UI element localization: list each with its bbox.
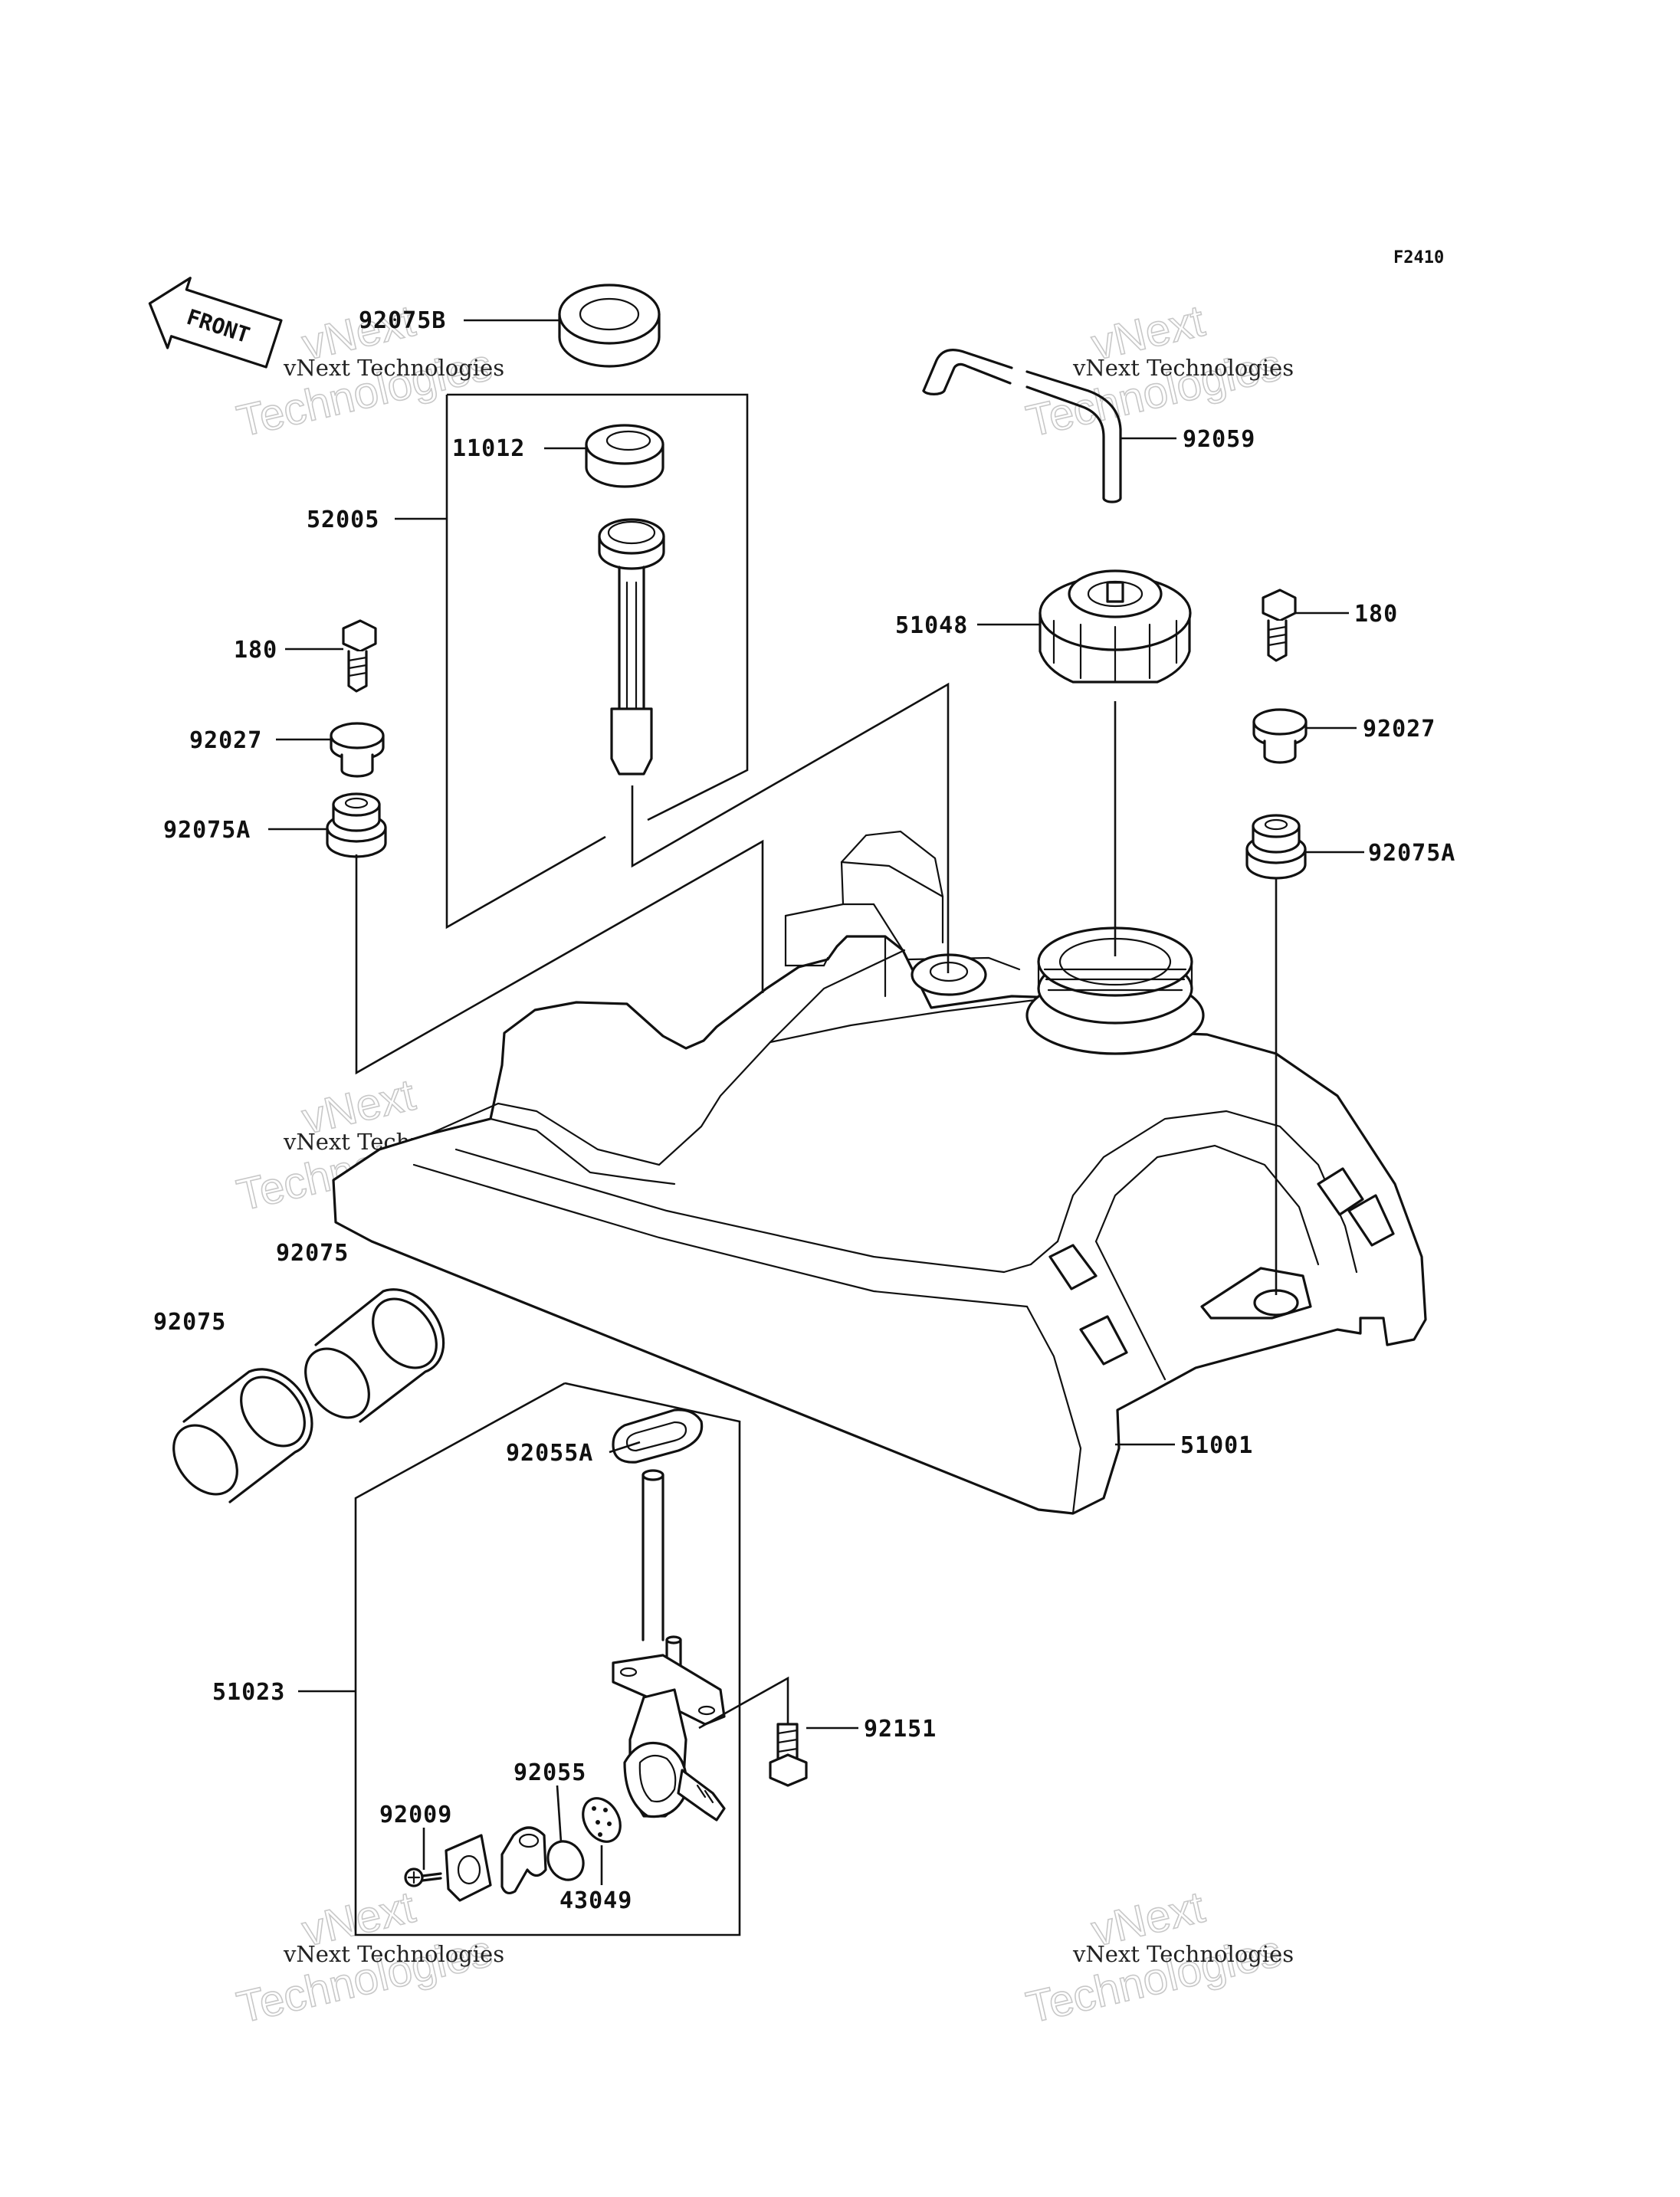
- label-11012: 11012: [452, 435, 525, 462]
- fuel-gauge-52005: [598, 518, 665, 776]
- cover-plate: [445, 1834, 492, 1902]
- svg-text:vNext Technologies: vNext Technologies: [283, 355, 504, 381]
- leader-tank-left-mount: [355, 839, 764, 1075]
- label-92075A-left: 92075A: [163, 817, 251, 844]
- watermark-bottom-left: vNext Technologies vNext Technologies: [232, 1881, 505, 2033]
- group-bracket-51023: [354, 1382, 741, 1936]
- watermark-bottom-right: vNext Technologies vNext Technologies: [1022, 1881, 1294, 2033]
- label-92075B: 92075B: [359, 307, 446, 334]
- label-92075-lower: 92075: [153, 1309, 226, 1336]
- bolt-180-left: [342, 619, 377, 693]
- svg-text:vNext Technologies: vNext Technologies: [283, 1941, 504, 1967]
- svg-text:vNext Technologies: vNext Technologies: [1072, 355, 1294, 381]
- label-92075-upper: 92075: [276, 1240, 349, 1267]
- label-51001: 51001: [1180, 1432, 1253, 1459]
- collar-92027-right: [1252, 708, 1308, 764]
- diaphragm-43049: [582, 1797, 622, 1843]
- label-92055A: 92055A: [506, 1440, 593, 1467]
- gasket-11012: [585, 424, 664, 488]
- sleeve-92075-lower: [172, 1368, 313, 1503]
- label-43049: 43049: [559, 1887, 632, 1914]
- fuel-cock-lever: [500, 1826, 547, 1895]
- breather-hose-92059: [922, 349, 1122, 503]
- group-bracket-52005-top: [447, 393, 749, 821]
- front-arrow-icon: FRONT: [148, 277, 283, 369]
- label-92055: 92055: [514, 1759, 586, 1786]
- fuel-cock-51023: [612, 1469, 726, 1822]
- label-92027-left: 92027: [189, 727, 262, 754]
- watermark-top-right: vNext Technologies vNext Technologies: [1022, 295, 1294, 447]
- leader-92055: [556, 1785, 563, 1843]
- label-51023: 51023: [212, 1679, 285, 1706]
- label-92009: 92009: [379, 1802, 452, 1828]
- svg-text:vNext Technologies: vNext Technologies: [1072, 1941, 1294, 1967]
- grommet-92075B: [558, 284, 661, 368]
- leader-92151-to-cock: [698, 1676, 789, 1730]
- damper-92075A-left: [326, 792, 387, 858]
- figure-code: F2410: [1393, 248, 1444, 267]
- bolt-180-right: [1262, 589, 1297, 662]
- leader-gauge-to-tank: [631, 682, 950, 973]
- group-bracket-52005: [445, 395, 606, 930]
- o-ring-92055: [546, 1840, 585, 1881]
- damper-92075A-right: [1245, 814, 1307, 880]
- label-92027-right: 92027: [1363, 716, 1436, 743]
- label-180-left: 180: [234, 637, 277, 664]
- screw-92151: [769, 1723, 808, 1787]
- label-180-right: 180: [1354, 601, 1398, 628]
- label-92075A-right: 92075A: [1368, 840, 1455, 867]
- label-52005: 52005: [307, 507, 379, 533]
- gasket-92055A: [612, 1408, 704, 1464]
- label-51048: 51048: [895, 612, 968, 639]
- sleeve-92075-upper: [304, 1288, 445, 1423]
- collar-92027-left: [330, 722, 385, 778]
- fuel-cap-51048: [1039, 569, 1192, 684]
- leader-92055A: [609, 1441, 641, 1454]
- label-92151: 92151: [864, 1716, 937, 1743]
- fuel-tank-51001: [332, 830, 1427, 1515]
- label-92059: 92059: [1183, 426, 1255, 453]
- screw-92009: [404, 1867, 442, 1887]
